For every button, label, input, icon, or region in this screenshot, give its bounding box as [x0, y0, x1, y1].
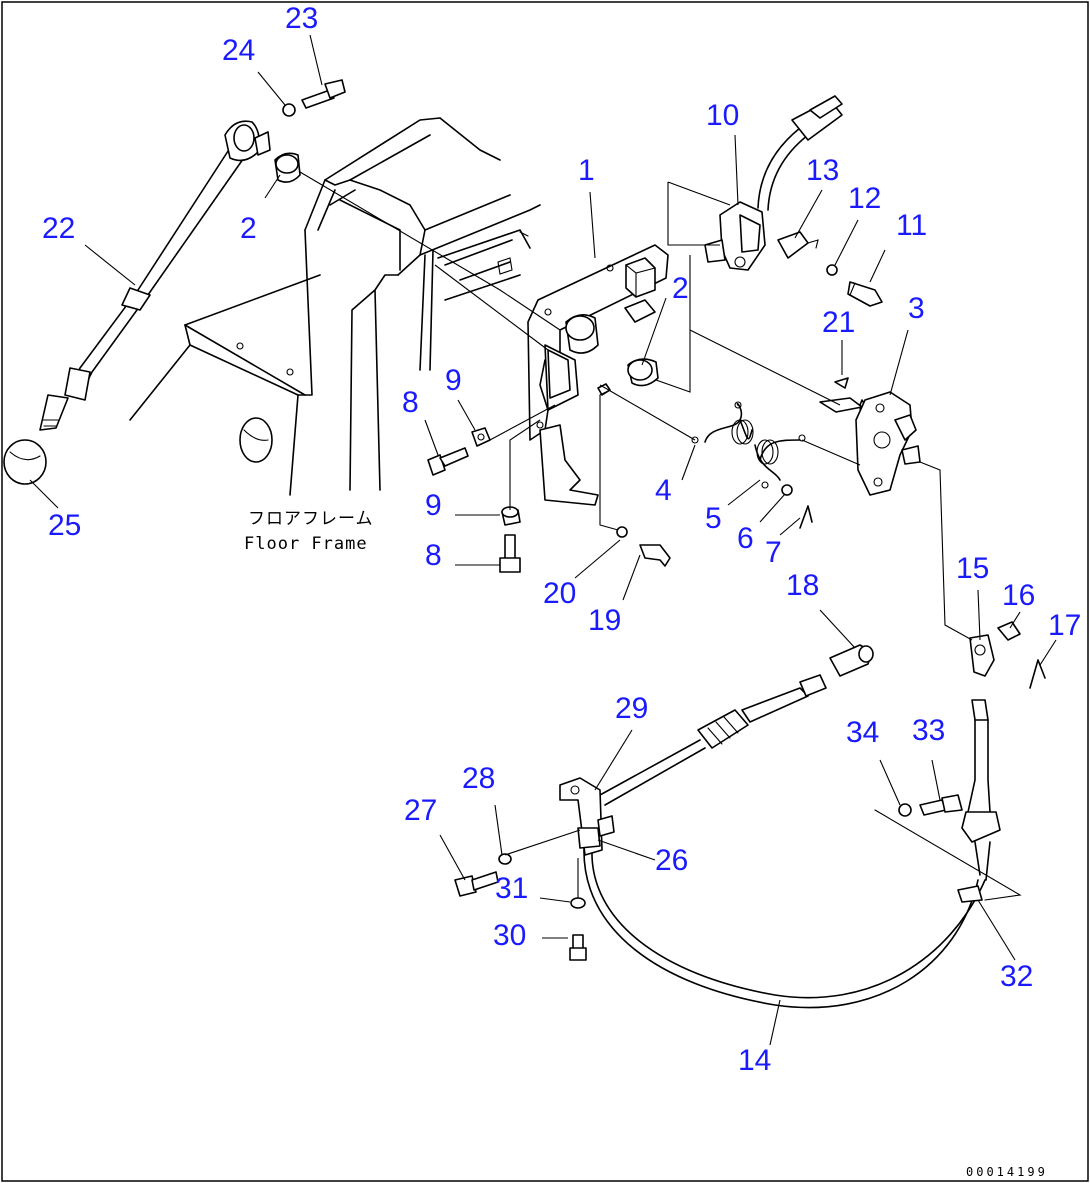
callout-11: 11 — [896, 209, 927, 242]
callout-8-lower: 8 — [425, 539, 442, 572]
callout-6: 6 — [737, 522, 754, 555]
callout-15: 15 — [956, 552, 989, 585]
callout-5: 5 — [705, 502, 722, 535]
callout-31: 31 — [495, 872, 528, 905]
callout-34: 34 — [846, 716, 879, 749]
leader-lines — [29, 34, 1057, 1046]
callout-29: 29 — [615, 692, 648, 725]
callout-21: 21 — [822, 306, 855, 339]
callout-19: 19 — [588, 604, 621, 637]
callout-23: 23 — [285, 2, 318, 35]
callout-26: 26 — [655, 844, 688, 877]
callout-14: 14 — [738, 1044, 771, 1077]
fasteners — [427, 427, 671, 573]
callout-20: 20 — [543, 577, 576, 610]
callout-22: 22 — [42, 212, 75, 245]
floor-frame-label-jp: フロアフレーム — [248, 509, 374, 529]
callout-12: 12 — [848, 182, 881, 215]
callout-7: 7 — [765, 536, 782, 569]
callout-8-upper: 8 — [402, 386, 419, 419]
callout-18: 18 — [786, 569, 819, 602]
callout-25: 25 — [48, 509, 81, 542]
callout-10: 10 — [706, 99, 739, 132]
cable-assembly-14 — [454, 621, 1046, 1009]
callout-3: 3 — [908, 292, 925, 325]
callout-30: 30 — [493, 919, 526, 952]
document-number: 00014199 — [966, 1165, 1048, 1179]
callout-9-lower: 9 — [425, 489, 442, 522]
callout-17: 17 — [1048, 609, 1081, 642]
floor-frame-label-en: Floor Frame — [244, 534, 368, 554]
floor-frame-drawing — [129, 117, 541, 496]
callout-13: 13 — [806, 154, 839, 187]
callout-27: 27 — [404, 794, 437, 827]
control-lever-22 — [3, 79, 346, 485]
callout-16: 16 — [1002, 579, 1035, 612]
callout-2-upper: 2 — [240, 212, 257, 245]
callout-9-upper: 9 — [445, 364, 462, 397]
callout-2-plate: 2 — [672, 272, 689, 305]
callout-32: 32 — [1000, 960, 1033, 993]
lever-assembly-3 — [691, 377, 921, 529]
callout-33: 33 — [912, 714, 945, 747]
switch-assembly-10 — [704, 95, 883, 307]
callout-24: 24 — [222, 34, 255, 67]
callout-4: 4 — [655, 474, 672, 507]
callout-1: 1 — [578, 154, 595, 187]
callout-28: 28 — [462, 762, 495, 795]
bracket-plate-1 — [527, 244, 669, 506]
callout-numbers: 1 2 2 3 4 5 6 7 8 8 9 9 10 11 12 13 14 1… — [42, 2, 1081, 1077]
